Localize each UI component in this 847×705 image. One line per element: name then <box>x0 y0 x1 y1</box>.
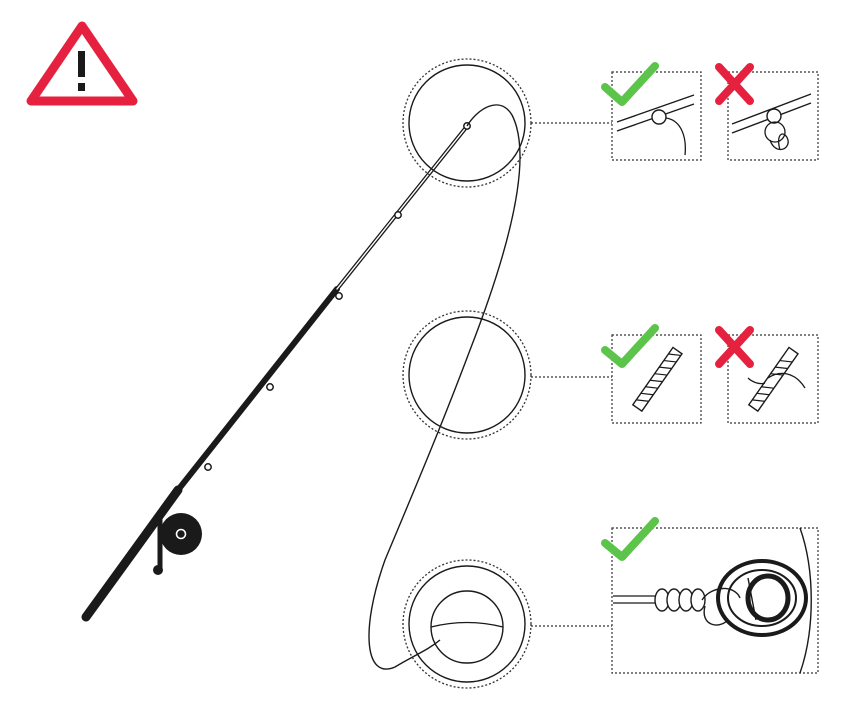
rod-guide <box>205 464 211 470</box>
warning-triangle-icon <box>31 26 133 101</box>
fishing-reel-icon <box>153 513 202 575</box>
rod-guide <box>395 212 401 218</box>
knot-tied-to-spool-icon <box>612 528 818 673</box>
detail-circle-reel <box>403 560 531 688</box>
rod-guide <box>267 384 273 390</box>
detail-circle-line <box>403 311 531 439</box>
check-mark-icon <box>605 521 655 557</box>
cross-mark-icon <box>719 67 750 101</box>
cross-mark-icon <box>719 330 750 364</box>
line-through-tip-guide-icon <box>612 72 701 160</box>
frayed-line-icon <box>728 335 818 423</box>
intact-twisted-line-icon <box>612 335 701 423</box>
rod-guide <box>336 293 342 299</box>
check-mark-icon <box>605 328 655 364</box>
fishing-rod-icon <box>86 123 470 617</box>
fishing-line <box>369 105 520 669</box>
line-wrapped-around-tip-icon <box>728 72 818 160</box>
